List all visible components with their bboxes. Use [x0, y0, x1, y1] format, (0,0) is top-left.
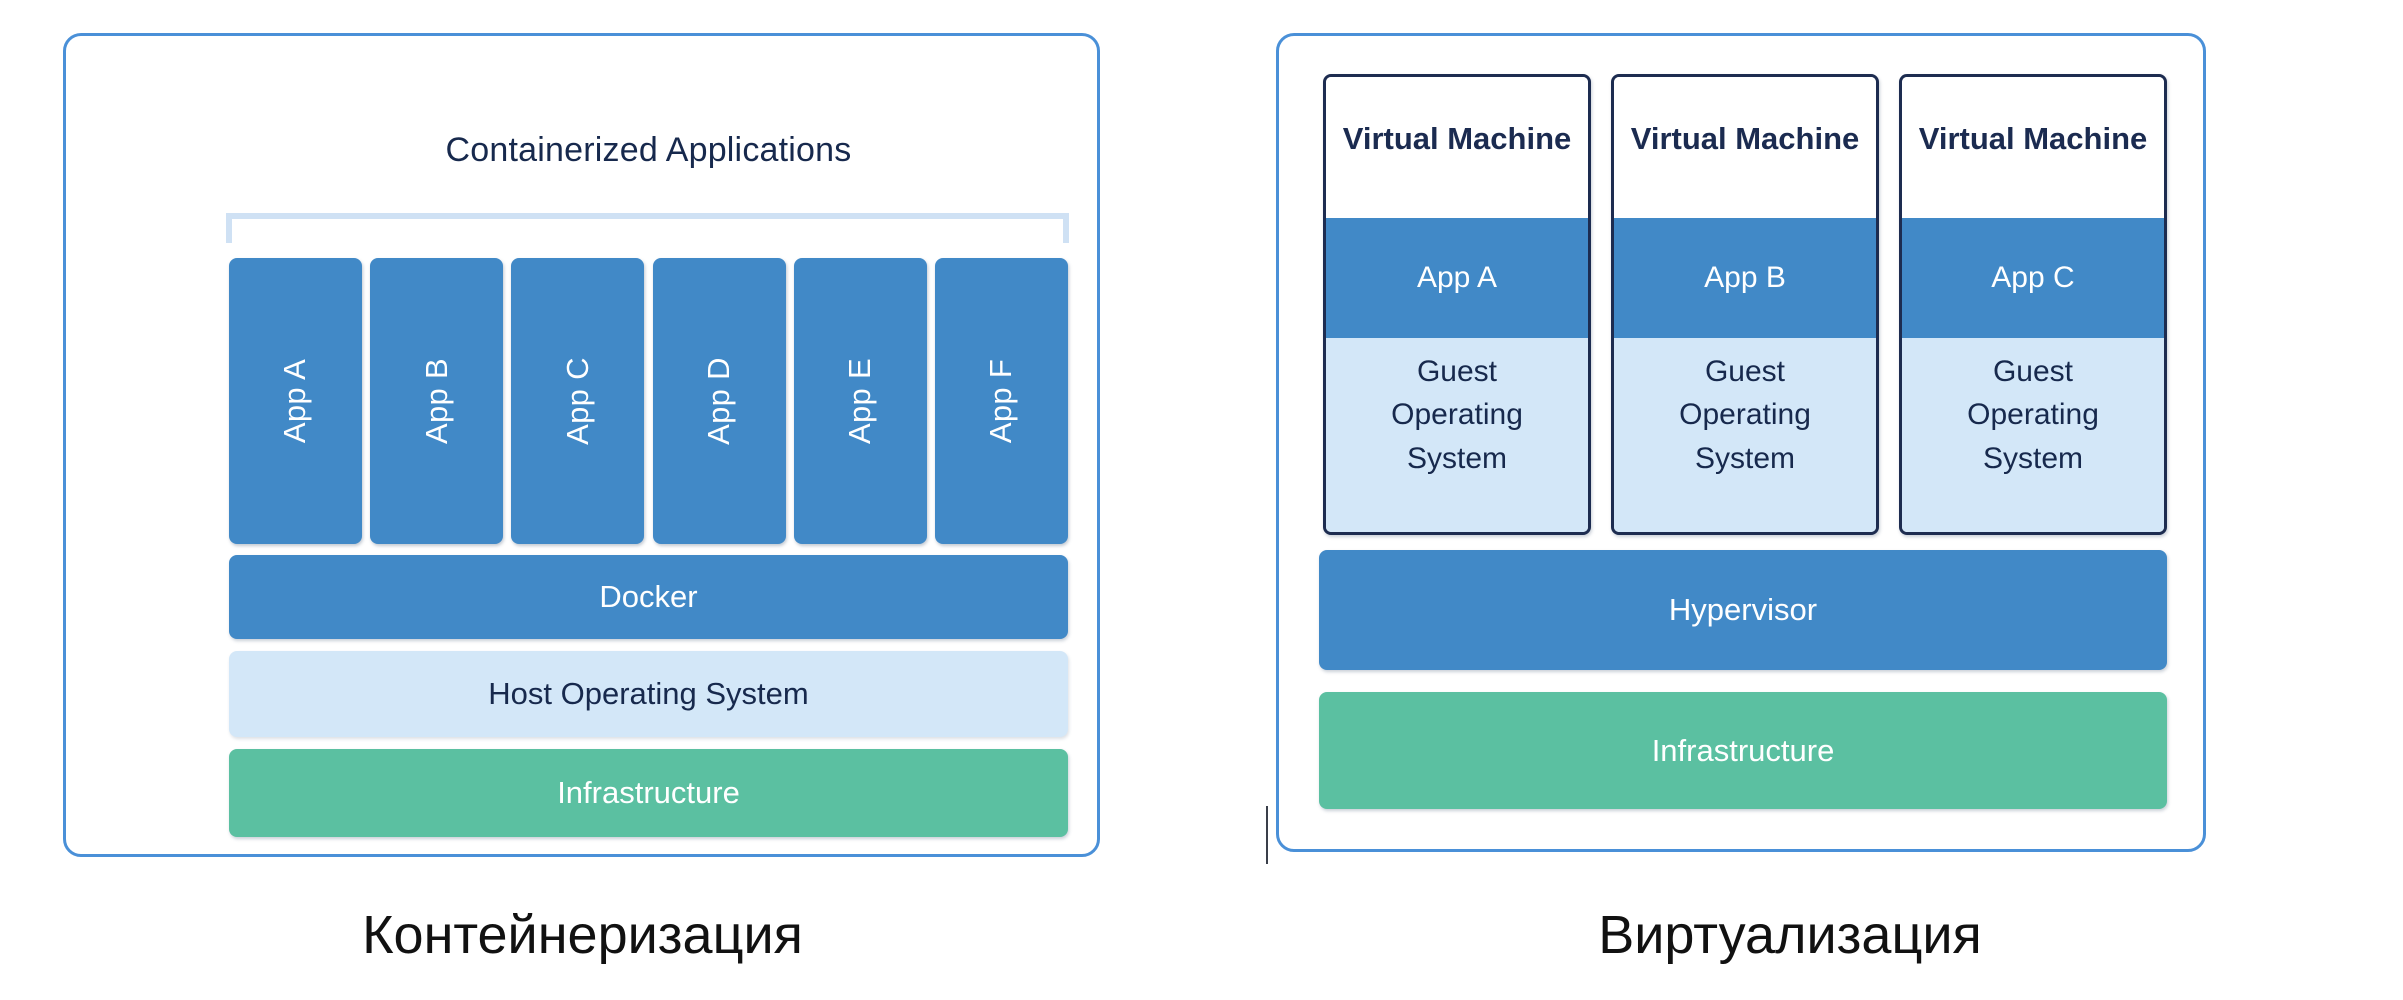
- infrastructure-layer-left-label: Infrastructure: [557, 775, 740, 810]
- vm2-app-label: App B: [1704, 261, 1786, 294]
- text-cursor-artifact: [1266, 806, 1268, 864]
- container-app-d: App D: [652, 258, 786, 544]
- vm2-app: App B: [1614, 218, 1876, 338]
- vm3-guest-os-label: Guest Operating System: [1967, 354, 2099, 475]
- container-app-e-label: App E: [842, 358, 878, 444]
- vm1-app-label: App A: [1416, 261, 1498, 294]
- container-app-b-label: App B: [418, 358, 454, 444]
- container-app-a-label: App A: [277, 358, 313, 444]
- container-app-d-label: App D: [701, 357, 737, 445]
- container-apps-row: App A App B App C App D App E App F: [229, 258, 1068, 544]
- infrastructure-layer-right: Infrastructure: [1319, 692, 2167, 809]
- vm3-app: App C: [1902, 218, 2164, 338]
- infrastructure-layer-left: Infrastructure: [229, 749, 1068, 837]
- virtual-machine-box-3: Virtual Machine App C Guest Operating Sy…: [1899, 74, 2167, 535]
- vm1-title: Virtual Machine: [1326, 77, 1588, 218]
- hypervisor-layer: Hypervisor: [1319, 550, 2167, 670]
- vm3-title: Virtual Machine: [1902, 77, 2164, 218]
- vm2-guest-os-label: Guest Operating System: [1679, 354, 1811, 475]
- virtual-machine-box-1: Virtual Machine App A Guest Operating Sy…: [1323, 74, 1591, 535]
- vm3-guest-os: Guest Operating System: [1902, 338, 2164, 532]
- docker-layer: Docker: [229, 555, 1068, 639]
- docker-layer-label: Docker: [599, 579, 698, 614]
- containerization-caption: Контейнеризация: [362, 905, 803, 965]
- container-app-c: App C: [511, 258, 645, 544]
- hypervisor-layer-label: Hypervisor: [1668, 592, 1818, 627]
- infrastructure-layer-right-label: Infrastructure: [1651, 732, 1835, 768]
- container-app-f: App F: [934, 258, 1068, 544]
- container-app-b: App B: [370, 258, 504, 544]
- virtualization-caption: Виртуализация: [1598, 905, 1982, 965]
- vm2-guest-os: Guest Operating System: [1614, 338, 1876, 532]
- containerized-applications-title: Containerized Applications: [445, 131, 852, 169]
- container-app-a: App A: [229, 258, 362, 544]
- host-os-layer-label: Host Operating System: [488, 676, 809, 711]
- vm3-app-label: App C: [1991, 261, 2075, 294]
- virtual-machine-box-2: Virtual Machine App B Guest Operating Sy…: [1611, 74, 1879, 535]
- container-app-f-label: App F: [983, 358, 1019, 444]
- container-app-c-label: App C: [559, 357, 595, 445]
- vm1-guest-os: Guest Operating System: [1326, 338, 1588, 532]
- apps-group-bracket: [226, 213, 1069, 243]
- containerization-panel: Containerized Applications App A App B A…: [63, 33, 1100, 857]
- host-os-layer: Host Operating System: [229, 651, 1068, 737]
- container-app-e: App E: [793, 258, 927, 544]
- vm1-app: App A: [1326, 218, 1588, 338]
- vm1-guest-os-label: Guest Operating System: [1391, 354, 1523, 475]
- vm2-title: Virtual Machine: [1614, 77, 1876, 218]
